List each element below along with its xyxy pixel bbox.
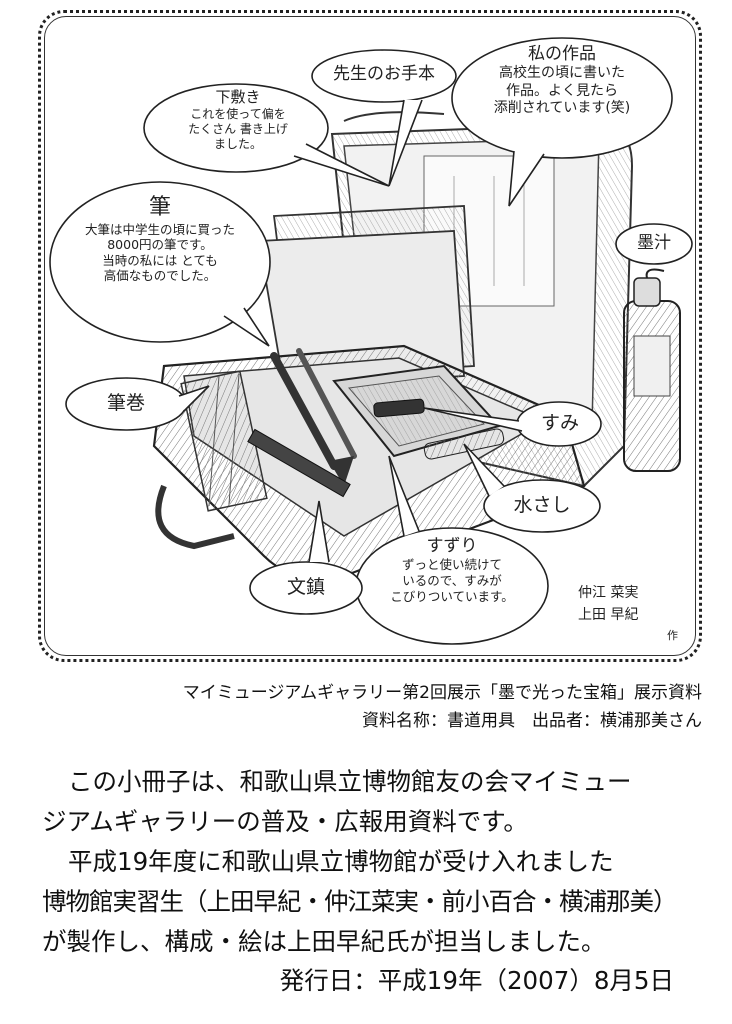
watashi-line: 高校生の頃に書いた [499, 65, 625, 82]
suzuri-line: ずっと使い続けて [401, 557, 502, 573]
body-p2-line2: 博物館実習生（上田早紀・仲江菜実・前小百合・横浦那美） [42, 887, 678, 916]
label-sumi: すみ [540, 412, 579, 434]
speech-bubbles [49, 37, 693, 645]
watashi-line: 添削されています(笑) [493, 100, 631, 117]
body-p2-line1: 平成19年度に和歌山県立博物館が受け入れました [68, 847, 614, 876]
bubble-suzuri: すずり ずっと使い続けて いるので、すみが こびりついています。 [372, 536, 532, 604]
artist-name-1: 仲江 菜実 [578, 585, 639, 601]
label-bunchin: 文鎮 [286, 576, 325, 598]
body-p1-line1: この小冊子は、和歌山県立博物館友の会マイミュー [68, 767, 632, 796]
bubble-fude: 筆 大筆は中学生の頃に買った 8000円の筆です。 当時の私には とても 高価な… [60, 194, 260, 284]
exhibit-caption-line2: 資料名称：書道用具 出品者：横浦那美さん [362, 711, 702, 731]
body-p2-line3: が製作し、構成・絵は上田早紀氏が担当しました。 [42, 927, 606, 956]
bunchin-paperweight [247, 428, 351, 498]
body-paragraphs: この小冊子は、和歌山県立博物館友の会マイミュー ジアムギャラリーの普及・広報用資… [42, 762, 712, 962]
label-bokuju: 墨汁 [637, 233, 671, 253]
fude-line: 大筆は中学生の頃に買った [84, 221, 235, 237]
bubble-shitajiki: 下敷き これを使って偏を たくさん 書き上げ ました。 [158, 88, 318, 152]
outer-dotted-frame [38, 10, 702, 662]
exhibit-caption-line1: マイミュージアムギャラリー第2回展示「墨で光った宝箱」展示資料 [182, 683, 702, 703]
inner-frame [44, 16, 696, 656]
brushes [270, 348, 357, 486]
label-sensei-otehon: 先生のお手本 [333, 64, 435, 84]
fude-title: 筆 [148, 195, 171, 220]
sumi-ink-stick [373, 398, 425, 418]
watashi-line: 作品。よく見たら [506, 82, 618, 99]
bokuju-ink-bottle [623, 268, 681, 472]
label-fudemaki: 筆巻 [106, 392, 145, 414]
artist-suffix: 作 [667, 628, 678, 642]
artist-name-2: 上田 早紀 [578, 607, 639, 624]
publication-date: 発行日：平成19年（2007）8月5日 [279, 966, 674, 995]
label-mizusashi: 水さし [513, 494, 571, 516]
shitajiki-line: たくさん 書き上げ [188, 121, 288, 136]
shitajiki-title: 下敷き [215, 88, 261, 106]
watashi-title: 私の作品 [528, 44, 596, 64]
shitajiki-line: これを使って偏を [190, 106, 286, 121]
suzuri-line: いるので、すみが [402, 572, 502, 588]
suzuri-line: こびりついています。 [390, 588, 514, 604]
suzuri-title: すずり [426, 536, 478, 556]
fude-line: 当時の私には とても [102, 252, 218, 268]
artist-credit: 仲江 菜実 上田 早紀 作 [578, 582, 678, 644]
calligraphy-case-illustration [49, 37, 693, 645]
fude-line: 8000円の筆です。 [107, 237, 213, 253]
shitajiki-line: ました。 [213, 136, 262, 151]
body-p1-line2: ジアムギャラリーの普及・広報用資料です。 [42, 807, 528, 836]
fude-line: 高価なものでした。 [103, 268, 217, 284]
bubble-watashi-sakuhin: 私の作品 高校生の頃に書いた 作品。よく見たら 添削されています(笑) [472, 44, 652, 118]
